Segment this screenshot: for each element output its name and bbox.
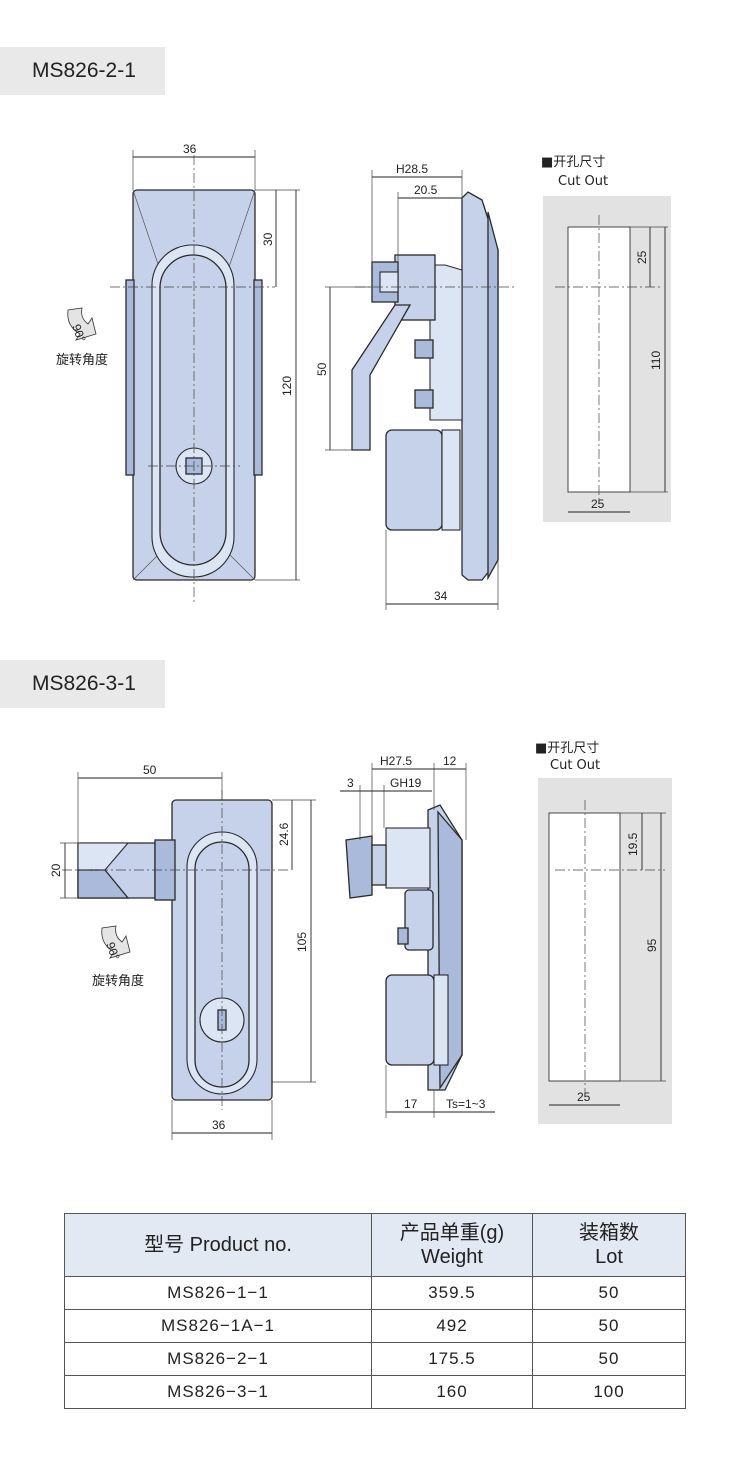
ms826-2-1-drawing: 90° 旋转角度 36 30 120 H28.5 20.5 50 34 ■开孔尺… <box>56 142 671 610</box>
section-title-ms826-3-1: MS826-3-1 <box>0 660 165 708</box>
dim-24-6: 24.6 <box>277 822 291 846</box>
dim-50-top: 50 <box>143 763 157 777</box>
cell-product-no: MS826−1−1 <box>64 1276 372 1310</box>
header-lot: 装箱数 Lot <box>532 1213 686 1277</box>
cell-lot: 50 <box>532 1342 686 1376</box>
dim-20-5: 20.5 <box>414 183 438 197</box>
cut-dim-95: 95 <box>645 938 659 952</box>
cell-product-no: MS826−1A−1 <box>64 1309 372 1343</box>
dim-h27-5: H27.5 <box>380 754 412 768</box>
header-weight-line1: 产品单重(g) <box>399 1222 505 1244</box>
cut-dim-25: 25 <box>577 1090 591 1104</box>
header-product-no: 型号 Product no. <box>64 1213 372 1277</box>
dim-34: 34 <box>434 589 448 603</box>
side-view <box>351 191 499 581</box>
dim-36-bottom: 36 <box>212 1118 226 1132</box>
header-lot-line2: Lot <box>595 1246 623 1268</box>
dim-ts: Ts=1~3 <box>446 1097 486 1111</box>
table-header-row: 型号 Product no. 产品单重(g) Weight 装箱数 Lot <box>64 1213 686 1277</box>
header-weight: 产品单重(g) Weight <box>371 1213 533 1277</box>
dim-30: 30 <box>261 232 275 246</box>
cutout-title-en-2: Cut Out <box>550 758 600 773</box>
rotation-angle-2: 90° <box>103 940 122 962</box>
cell-weight: 359.5 <box>371 1276 533 1310</box>
header-product-no-label: 型号 Product no. <box>144 1234 292 1256</box>
header-weight-line2: Weight <box>421 1246 483 1268</box>
dim-20: 20 <box>49 863 63 877</box>
product-table: 型号 Product no. 产品单重(g) Weight 装箱数 Lot MS… <box>64 1213 686 1409</box>
front-view <box>67 155 275 605</box>
cut-dim-25-bottom: 25 <box>591 497 605 511</box>
cutout-title-cn-2: ■开孔尺寸 <box>535 741 599 756</box>
cell-weight: 175.5 <box>371 1342 533 1376</box>
cell-weight: 492 <box>371 1309 533 1343</box>
dim-105: 105 <box>295 932 309 952</box>
cut-dim-110: 110 <box>649 351 663 370</box>
rotation-label-2: 旋转角度 <box>92 973 144 989</box>
cut-dim-19-5: 19.5 <box>626 832 640 856</box>
dim-gh19: GH19 <box>390 776 422 790</box>
cell-lot: 100 <box>532 1375 686 1409</box>
header-lot-line1: 装箱数 <box>579 1222 639 1244</box>
cell-lot: 50 <box>532 1309 686 1343</box>
cell-lot: 50 <box>532 1276 686 1310</box>
dim-17: 17 <box>404 1097 418 1111</box>
table-row: MS826−1−1 359.5 50 <box>64 1276 686 1310</box>
dim-50-side: 50 <box>315 362 329 376</box>
dim-120: 120 <box>280 376 294 396</box>
table-row: MS826−3−1 160 100 <box>64 1375 686 1409</box>
cutout-title-cn-1: ■开孔尺寸 <box>541 155 605 170</box>
table-row: MS826−2−1 175.5 50 <box>64 1342 686 1376</box>
cell-product-no: MS826−2−1 <box>64 1342 372 1376</box>
cell-weight: 160 <box>371 1375 533 1409</box>
dim-3: 3 <box>347 776 354 790</box>
side-view-2 <box>345 804 463 1091</box>
cell-product-no: MS826−3−1 <box>64 1375 372 1409</box>
dim-h28-5: H28.5 <box>396 162 428 176</box>
ms826-3-1-drawing: 90° 旋转角度 50 20 24.6 105 36 H27.5 12 3 GH… <box>49 741 672 1140</box>
dim-12: 12 <box>443 754 457 768</box>
dim-36-top: 36 <box>183 142 197 156</box>
table-row: MS826−1A−1 492 50 <box>64 1309 686 1343</box>
rotation-label-1: 旋转角度 <box>56 352 108 368</box>
rotation-angle-1: 90° <box>69 322 88 344</box>
cutout-title-en-1: Cut Out <box>558 174 608 189</box>
front-view-2 <box>62 790 290 1110</box>
cut-dim-25-top: 25 <box>635 250 649 264</box>
section-title-ms826-2-1: MS826-2-1 <box>0 47 165 95</box>
